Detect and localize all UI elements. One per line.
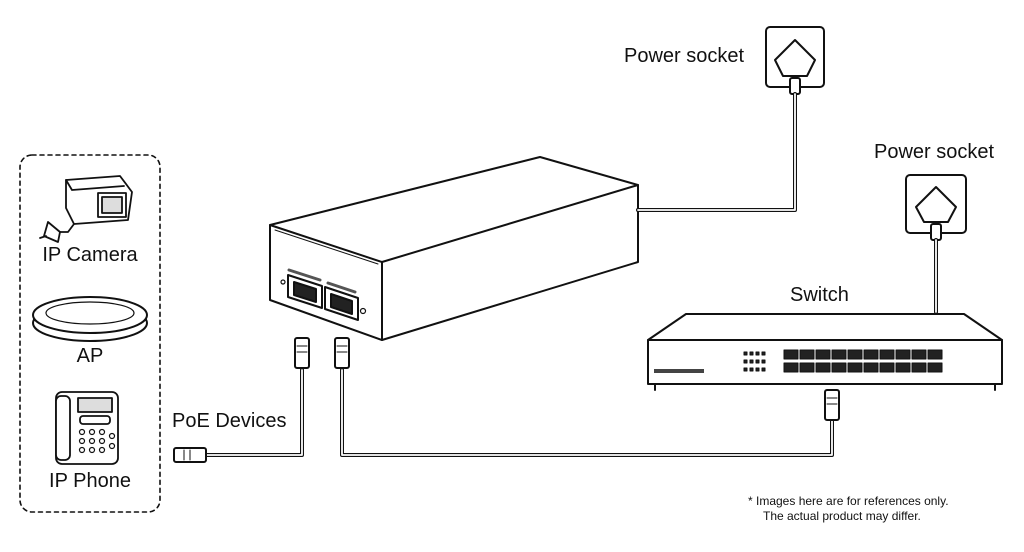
switch-label: Switch: [790, 284, 849, 306]
disclaimer-line-1: * Images here are for references only.: [748, 494, 949, 508]
power-led: [359, 307, 367, 315]
ip-camera-icon: [39, 175, 133, 243]
poe-devices-label: PoE Devices: [172, 410, 287, 432]
data-in-port: [324, 286, 359, 321]
network-switch: [647, 313, 1003, 391]
power-socket-1-icon: [765, 26, 825, 95]
ip-phone-label: IP Phone: [49, 470, 131, 492]
ip-phone-icon: [55, 391, 119, 465]
poe-injector: [269, 156, 639, 341]
poe-out-port: [287, 274, 323, 309]
switch-ports: [783, 349, 943, 373]
disclaimer-line-2: The actual product may differ.: [763, 509, 921, 523]
ip-camera-label: IP Camera: [42, 244, 138, 266]
disclaimer-note: * Images here are for references only. T…: [748, 494, 949, 524]
ap-label: AP: [76, 345, 104, 367]
ethernet-cable-data: [334, 337, 840, 457]
ethernet-cable-poe: [173, 337, 310, 463]
power-cable-1: [636, 92, 797, 212]
power-led-left: [280, 279, 286, 285]
power-socket-2-label: Power socket: [874, 141, 995, 163]
power-socket-1-label: Power socket: [624, 45, 745, 67]
power-socket-2-icon: [905, 174, 967, 241]
ap-icon: [32, 296, 148, 342]
poe-devices-group-frame: [19, 154, 161, 513]
